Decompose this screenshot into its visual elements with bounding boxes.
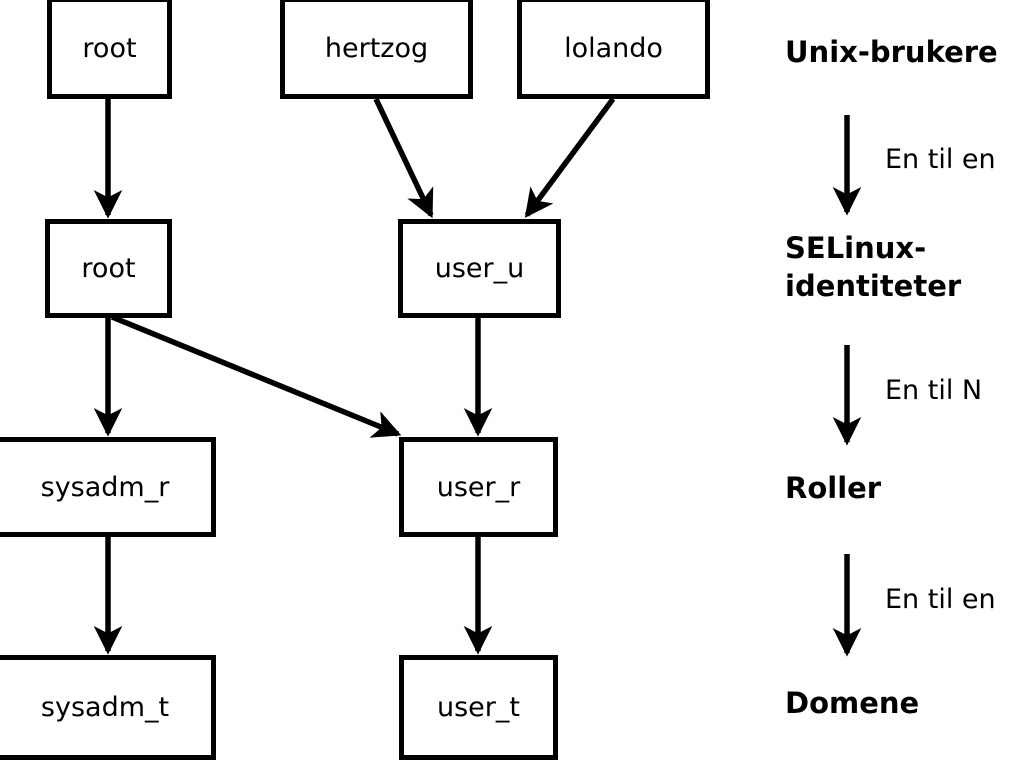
node-sysadm-t[interactable]: sysadm_t [0,655,216,760]
node-sysadm-r[interactable]: sysadm_r [0,437,216,537]
edge-hertzog-to-user-u [373,97,434,219]
node-label: root [81,253,136,284]
legend-relation-one-to-one-top: En til en [885,144,996,175]
node-label: sysadm_r [40,471,170,503]
node-root-unix[interactable]: root [47,0,172,99]
node-label: user_u [434,253,525,284]
node-label: hertzog [324,32,429,64]
edge-root-seid-to-user-r [110,314,402,438]
node-user-r[interactable]: user_r [399,437,558,537]
node-label: lolando [564,32,663,64]
edge-lolando-to-user-u [524,97,616,218]
legend-level-domains: Domene [785,686,920,720]
legend-level-unix-users: Unix-brukere [785,35,998,69]
legend-level-selinux-identities: SELinux- identiteter [785,231,962,304]
node-root-selinux-identity[interactable]: root [45,219,172,318]
node-user-u[interactable]: user_u [398,219,561,318]
node-user-t[interactable]: user_t [399,655,558,760]
node-label: user_t [437,692,520,723]
legend-level-roles: Roller [785,471,882,505]
node-label: sysadm_t [40,692,170,723]
node-lolando[interactable]: lolando [517,0,710,99]
node-label: root [82,32,137,64]
node-hertzog[interactable]: hertzog [280,0,473,99]
node-label: user_r [436,471,521,503]
legend-relation-one-to-n: En til N [885,375,983,406]
legend-relation-one-to-one-bottom: En til en [885,584,996,615]
